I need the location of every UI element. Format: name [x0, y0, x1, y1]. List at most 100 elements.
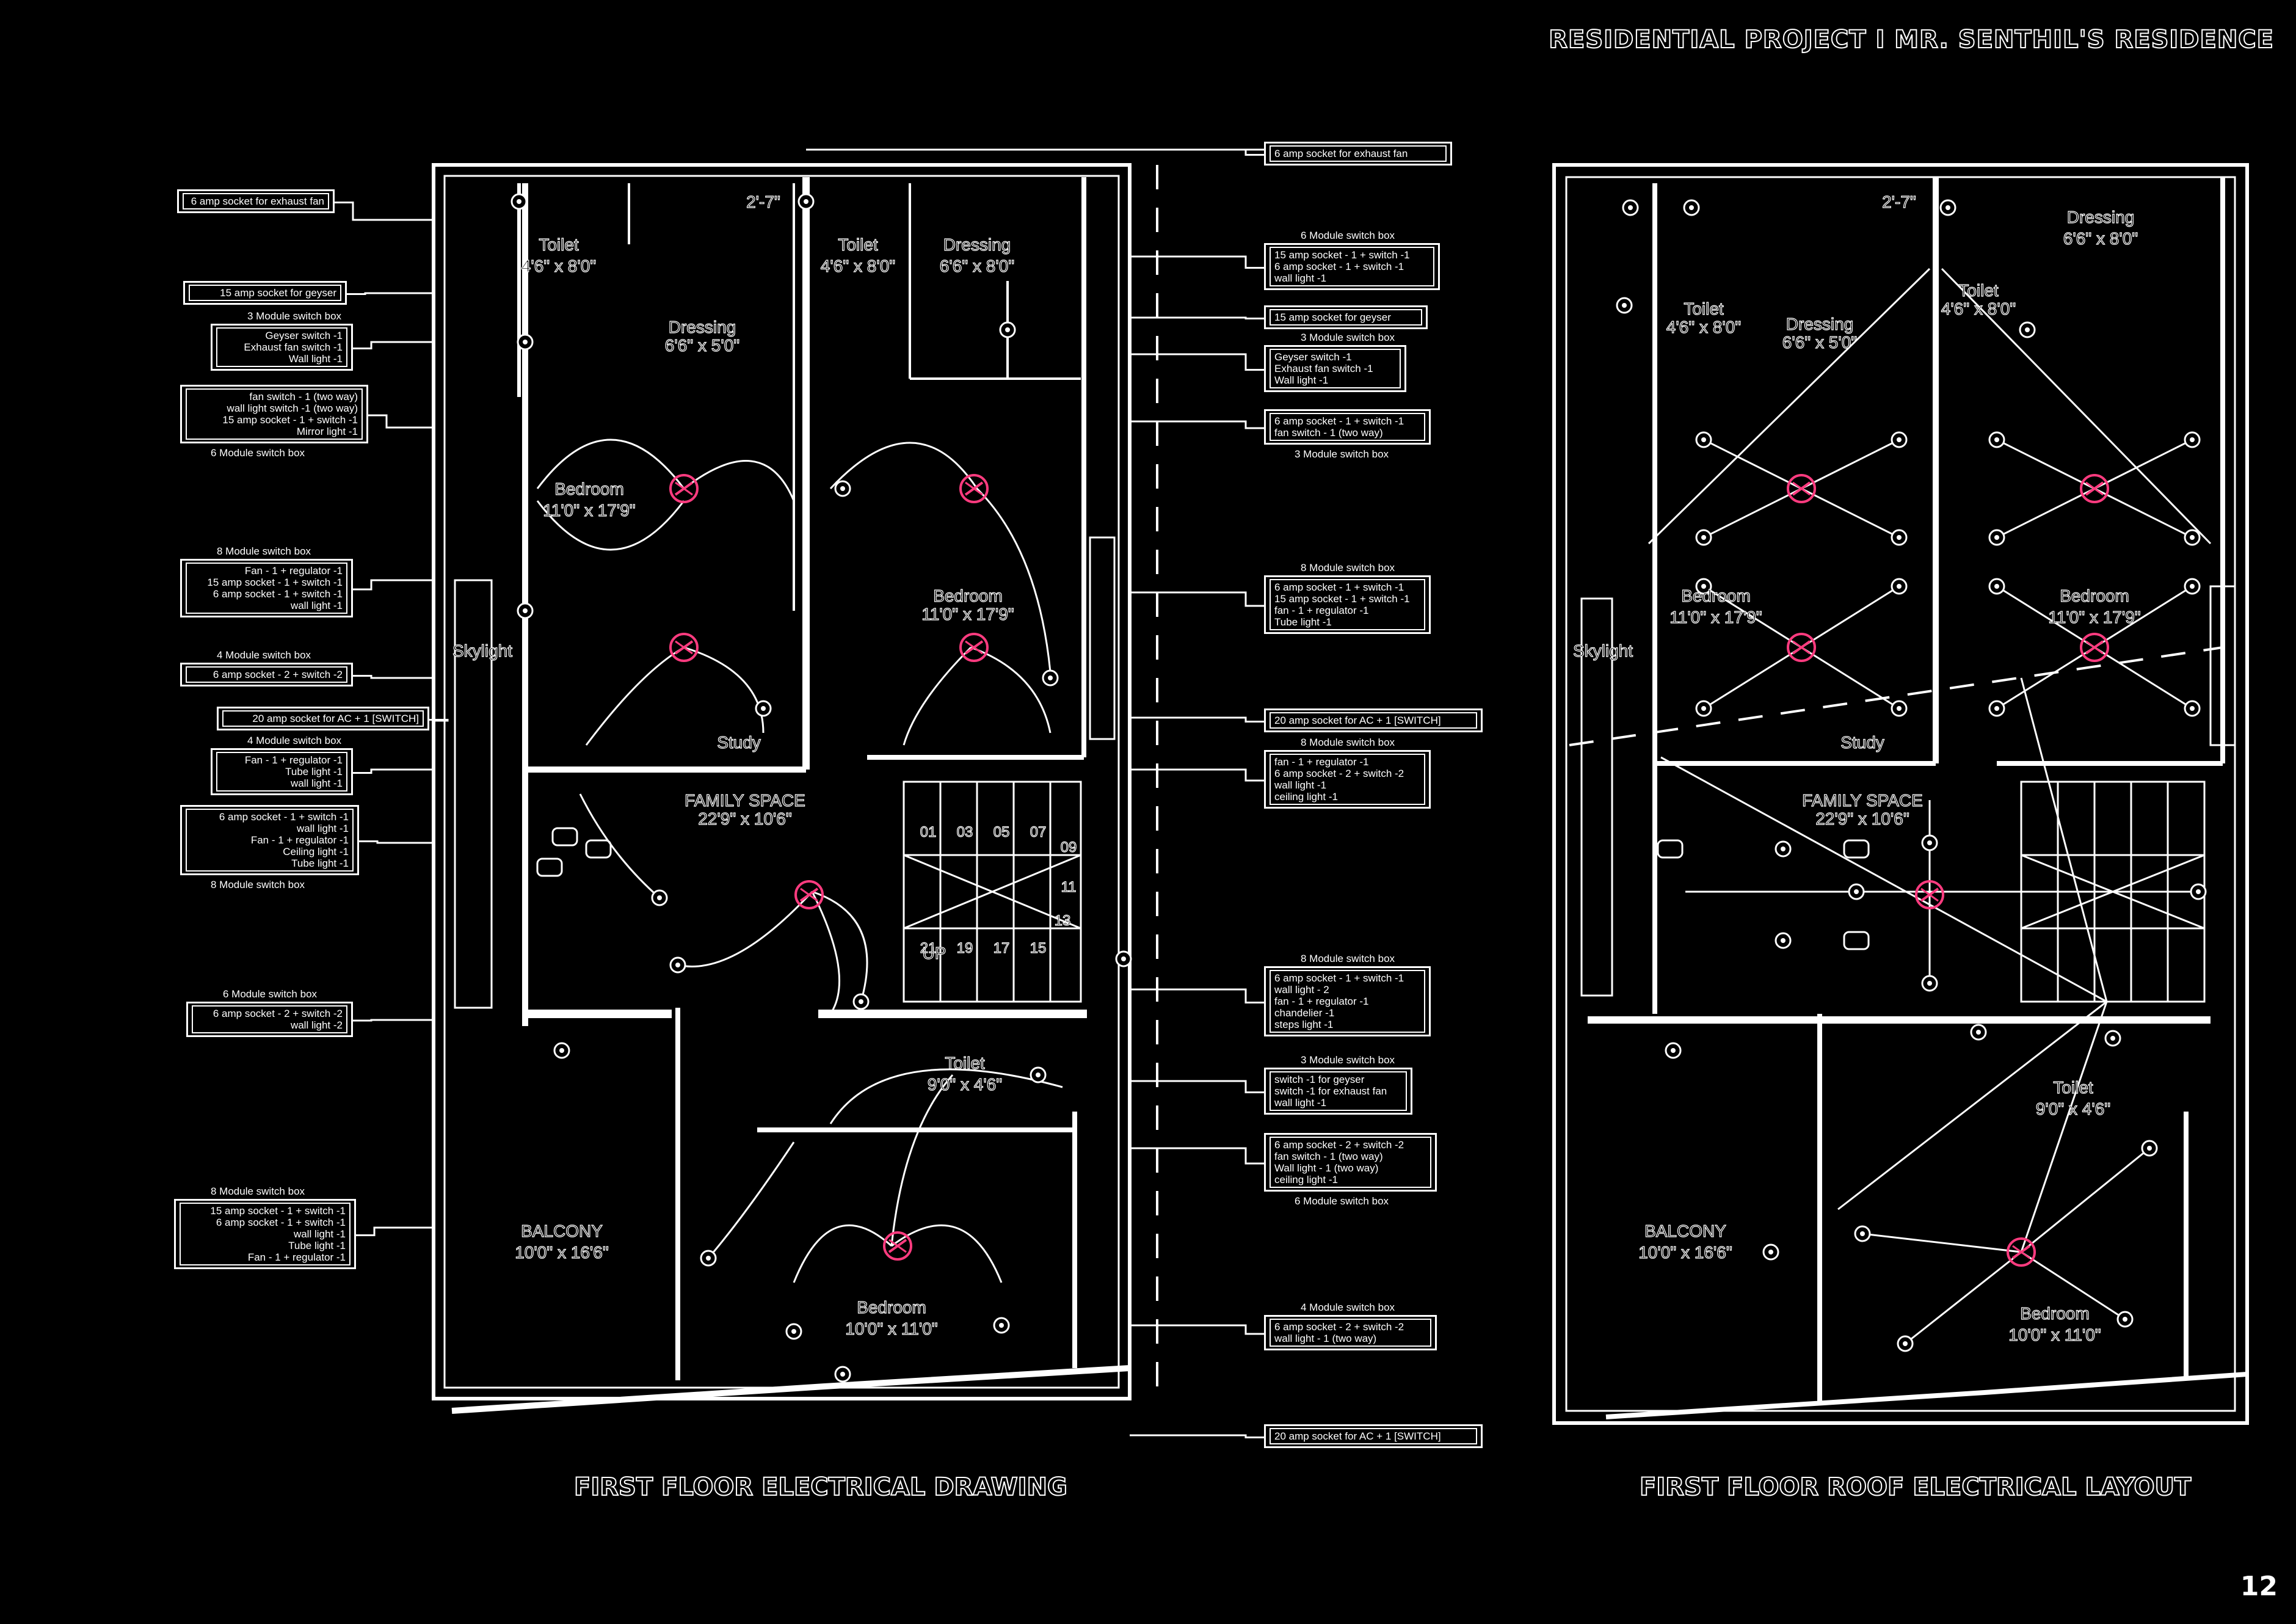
stair-step-number: 07 [1030, 824, 1047, 840]
light-point-icon [651, 889, 668, 906]
callout-line: Tube light -1 [288, 1240, 346, 1251]
callout-title: 8 Module switch box [1301, 737, 1395, 748]
callout-line: 6 amp socket - 1 + switch -1 [1274, 972, 1404, 984]
callout-line: 15 amp socket for geyser [220, 287, 336, 299]
room-label: Dressing [1786, 315, 1853, 333]
light-point-icon [1683, 199, 1700, 216]
stair-step-number: 03 [957, 824, 973, 840]
ceiling-fan-icon [669, 474, 699, 503]
callout-leader-line [353, 579, 434, 591]
callout-line: fan - 1 + regulator -1 [1274, 756, 1369, 768]
room-label: Dressing [943, 235, 1011, 254]
room-label: 9'0" x 4'6" [928, 1075, 1002, 1094]
callout-leader-line [1130, 353, 1264, 371]
callout-line: wall light -1 [1274, 272, 1327, 284]
room-label: Bedroom [857, 1298, 926, 1317]
room-label: Bedroom [2020, 1304, 2090, 1323]
callout-title: 6 Module switch box [1295, 1195, 1389, 1207]
room-label: FAMILY SPACE [685, 791, 805, 810]
light-point-icon [785, 1323, 802, 1340]
room-label: Bedroom [933, 586, 1003, 605]
stair-step-number: 15 [1030, 940, 1047, 956]
callout-line: 6 amp socket - 1 + switch -1 [219, 811, 349, 823]
callout-box: fan switch - 1 (two way)wall light switc… [180, 385, 368, 443]
callout-line: 6 amp socket - 2 + switch -2 [1274, 768, 1404, 779]
light-point-icon [1891, 700, 1908, 717]
light-point-icon [834, 480, 851, 497]
callout-line: wall light -1 [1274, 1097, 1327, 1109]
light-point-icon [2184, 700, 2201, 717]
light-point-icon [1921, 975, 1938, 992]
light-point-icon [999, 321, 1016, 338]
right-stripe-panels [1580, 585, 2236, 997]
stair-step-number: 01 [920, 824, 937, 840]
light-point-icon [993, 1317, 1010, 1334]
callout-line: wall light -1 [290, 600, 343, 611]
callout-line: Fan - 1 + regulator -1 [247, 1251, 346, 1263]
project-header: RESIDENTIAL PROJECT I MR. SENTHIL'S RESI… [1548, 25, 2274, 54]
light-point-icon [2184, 431, 2201, 448]
room-label: Bedroom [1681, 586, 1751, 605]
light-point-icon [1970, 1024, 1987, 1041]
callout-title: 8 Module switch box [217, 545, 311, 557]
room-label: 6'6" x 5'0" [1782, 333, 1857, 352]
callout-line: Fan - 1 + regulator -1 [244, 565, 343, 577]
callout-line: 20 amp socket for AC + 1 [SWITCH] [1274, 1430, 1441, 1442]
room-label: Toilet [838, 235, 878, 254]
light-point-icon [1115, 950, 1132, 967]
callout-leader-line [1130, 1434, 1264, 1438]
callout-leader-line [359, 840, 434, 844]
ceiling-fan-icon [1787, 633, 1816, 662]
light-point-icon [2141, 1140, 2158, 1157]
callout-line: ceiling light -1 [1274, 1174, 1338, 1185]
callout-title: 4 Module switch box [1301, 1302, 1395, 1313]
room-label: 22'9" x 10'6" [1815, 809, 1909, 828]
left-stripe-panels [454, 536, 1116, 1009]
fixtures-layer [510, 193, 2207, 1383]
callout-line: Wall light -1 [288, 353, 343, 365]
callout-line: 6 amp socket - 1 + switch -1 [1274, 581, 1404, 593]
left-outer-wall [432, 163, 1132, 1400]
callout-title: 8 Module switch box [1301, 953, 1395, 964]
room-label: 11'0" x 17'9" [543, 501, 635, 520]
light-point-icon [517, 333, 534, 351]
light-point-icon [2184, 578, 2201, 595]
room-label: BALCONY [521, 1222, 603, 1240]
callout-line: Tube light -1 [1274, 616, 1332, 628]
callout-line: wall light - 2 [1274, 984, 1329, 996]
light-point-icon [553, 1042, 570, 1059]
callout-title: 8 Module switch box [1301, 562, 1395, 573]
light-point-icon [700, 1250, 717, 1267]
callout-title: 3 Module switch box [1295, 448, 1389, 460]
page-number: 12 [2240, 1571, 2278, 1602]
callout-box: 20 amp socket for AC + 1 [SWITCH] [1264, 1424, 1483, 1448]
room-label: 6'6" x 5'0" [665, 336, 739, 355]
room-label: 6'6" x 8'0" [940, 257, 1014, 275]
callout-leader-line [353, 768, 434, 774]
callout-box: 15 amp socket for geyser [1264, 305, 1428, 329]
room-label: 4'6" x 8'0" [821, 257, 895, 275]
light-point-icon [1891, 578, 1908, 595]
stair-step-number: 21 [920, 940, 937, 956]
ceiling-fan-icon [1915, 880, 1944, 909]
light-point-icon [1921, 834, 1938, 851]
light-point-icon [1622, 199, 1639, 216]
callout-title: 8 Module switch box [211, 879, 305, 890]
right-outer-wall [1552, 163, 2249, 1425]
callout-box: 20 amp socket for AC + 1 [SWITCH] [1264, 708, 1483, 732]
callout-line: 15 amp socket - 1 + switch -1 [1274, 593, 1410, 605]
callout-line: wall light -1 [293, 1228, 346, 1240]
light-point-icon [1988, 578, 2005, 595]
callout-title: 3 Module switch box [1301, 1054, 1395, 1066]
callout-line: 15 amp socket - 1 + switch -1 [210, 1205, 346, 1217]
light-point-icon [1891, 529, 1908, 546]
callout-line: wall light -1 [290, 777, 343, 789]
callout-line: Exhaust fan switch -1 [244, 341, 343, 353]
appliance-socket-icon [1843, 931, 1870, 950]
